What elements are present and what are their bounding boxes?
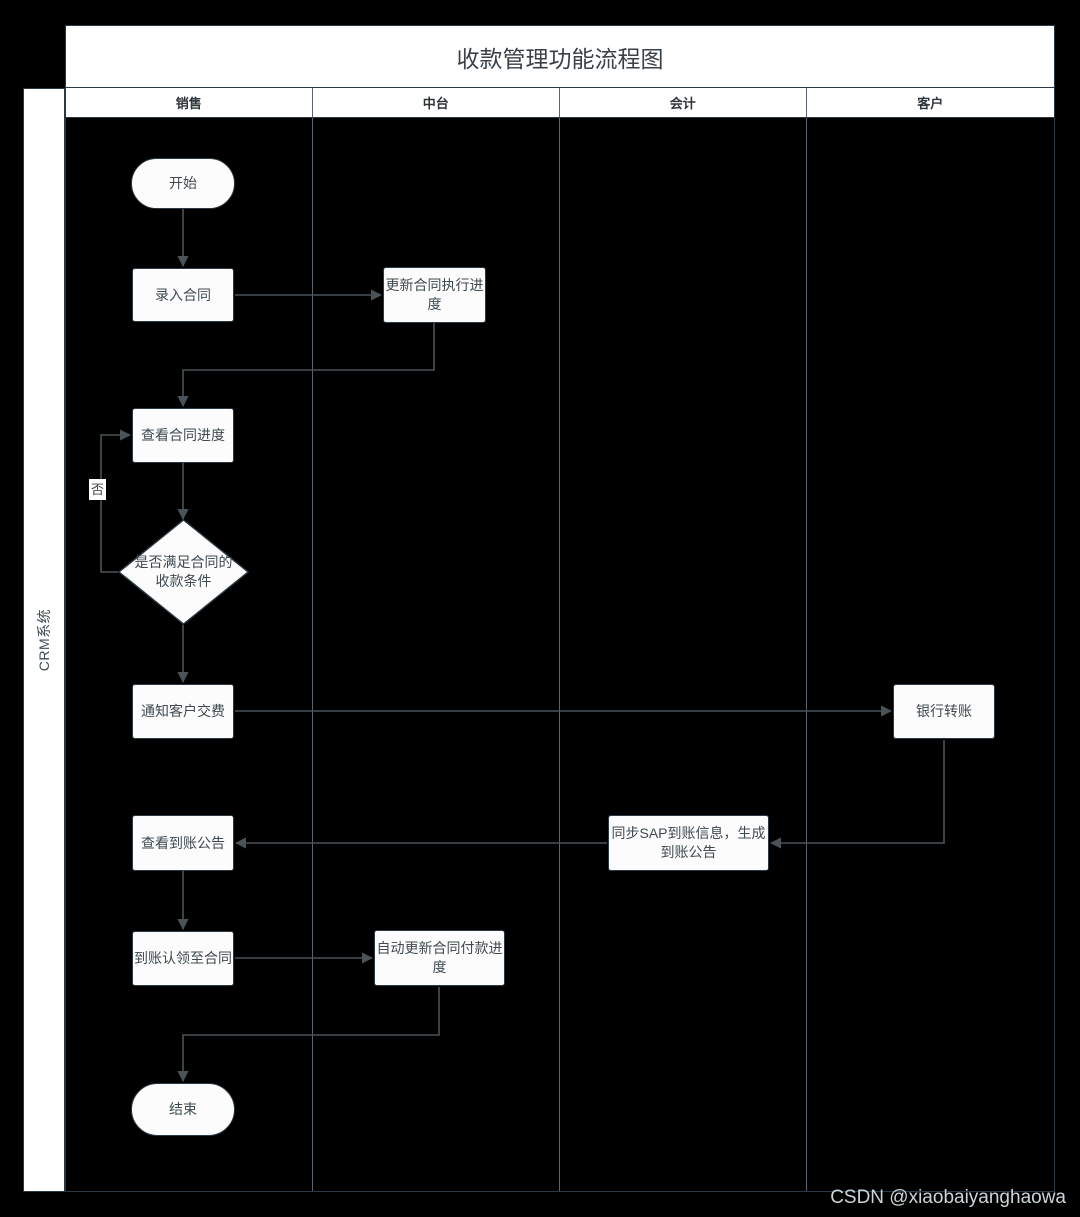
decision-label: 是否满足合同的 收款条件	[134, 554, 233, 589]
lane-body-sales	[66, 118, 313, 1191]
node-start[interactable]: 开始	[131, 158, 235, 209]
lane-body-midoffice	[313, 118, 560, 1191]
pool-label-text: CRM系统	[36, 608, 52, 672]
node-view-payment-notice[interactable]: 查看到账公告	[132, 815, 234, 871]
diagram-title: 收款管理功能流程图	[456, 45, 664, 72]
node-view-contract-progress[interactable]: 查看合同进度	[132, 408, 234, 463]
lane-header-customer: 客户	[917, 96, 944, 111]
node-update-contract-progress[interactable]: 更新合同执行进度	[383, 267, 486, 323]
lane-body-customer	[807, 118, 1055, 1191]
lane-header-accounting: 会计	[560, 88, 807, 117]
node-enter-contract[interactable]: 录入合同	[132, 268, 234, 322]
watermark-text: CSDN @xiaobaiyanghaowa	[830, 1187, 1066, 1208]
lane-header-row: 销售 中台 会计 客户	[65, 88, 1055, 118]
lane-header-sales: 销售	[66, 88, 313, 117]
edge-label-no: 否	[89, 479, 107, 500]
node-end[interactable]: 结束	[131, 1083, 235, 1136]
node-claim-payment-to-contract[interactable]: 到账认领至合同	[132, 931, 234, 986]
diagram-title-bar: 收款管理功能流程图	[65, 25, 1055, 88]
lane-header-midoffice: 中台	[313, 88, 560, 117]
lane-body-accounting	[560, 118, 807, 1191]
node-sync-sap-generate-notice[interactable]: 同步SAP到账信息，生成到账公告	[608, 815, 769, 871]
node-bank-transfer[interactable]: 银行转账	[893, 684, 995, 739]
node-notify-customer-payment[interactable]: 通知客户交费	[132, 684, 234, 739]
node-decision-payment-condition[interactable]: 是否满足合同的 收款条件	[118, 519, 249, 625]
diamond-shape	[118, 519, 249, 625]
pool-label-column: CRM系统	[23, 88, 65, 1192]
node-auto-update-payment-progress[interactable]: 自动更新合同付款进度	[374, 930, 505, 986]
